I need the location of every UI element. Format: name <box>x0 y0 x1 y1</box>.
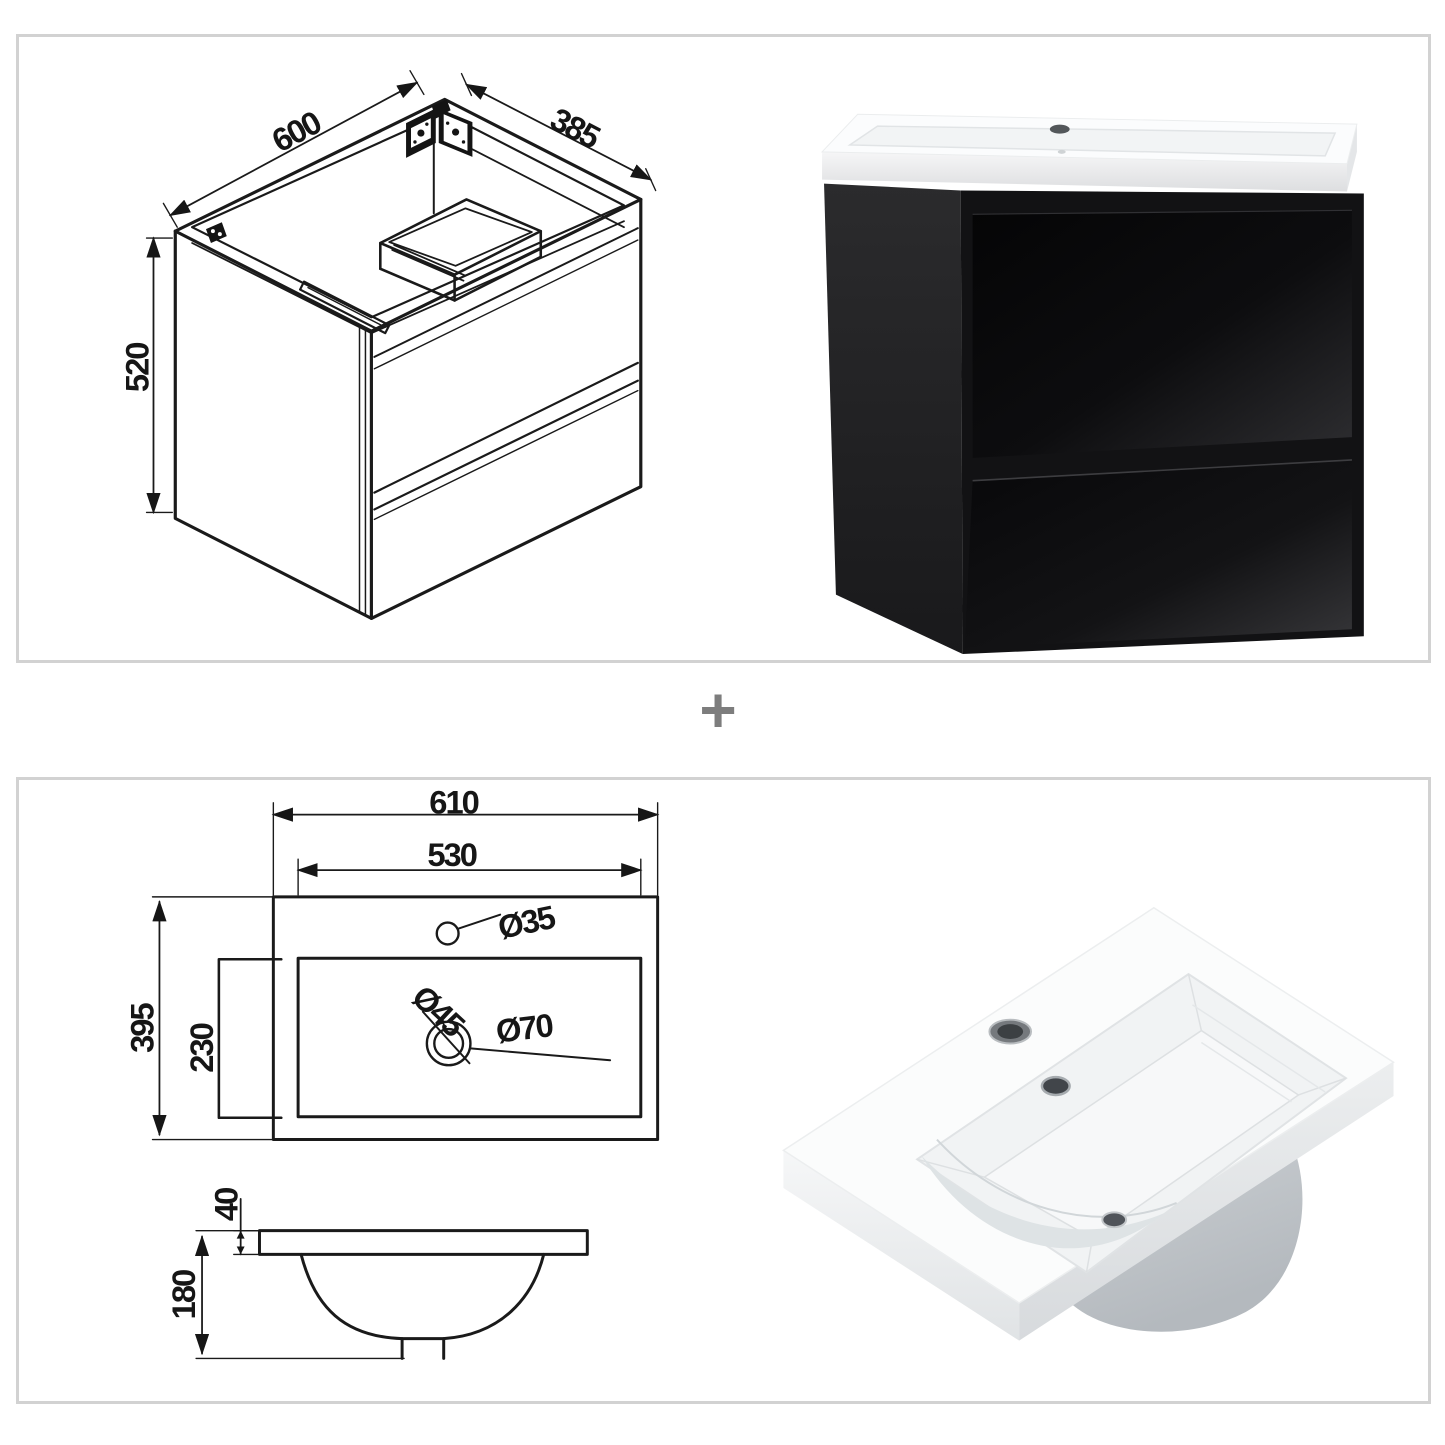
dim-label-basin-height: 180 <box>165 1270 202 1319</box>
basin-inner-shadow-sweep <box>921 1155 1165 1249</box>
vanity-photo <box>820 113 1364 655</box>
slide-rail-strip-inner <box>307 286 386 328</box>
vanity-panel: 600 385 520 <box>16 34 1431 663</box>
cabinet-left-face <box>173 229 373 620</box>
cabinet-drawer-2 <box>964 459 1352 649</box>
rim-section <box>257 1229 589 1256</box>
countertop-right-face <box>1346 124 1357 192</box>
dim-label-height: 520 <box>119 343 156 392</box>
drain-hole-render <box>1101 1211 1128 1229</box>
corner-fitting <box>205 222 227 244</box>
basin-dimension-drawing: 610 530 395 230 Ø35 Ø45 Ø70 40 180 <box>124 784 660 1360</box>
drawer-rail-line <box>373 227 639 358</box>
basin-slab-front-left-face <box>783 1150 1020 1341</box>
drawer2-edge-line <box>373 389 639 521</box>
dim-label-tap-hole: Ø35 <box>495 898 559 946</box>
dim-label-overall-depth: 395 <box>124 1003 161 1053</box>
plus-separator: + <box>668 672 768 748</box>
basin-bowl-wall-edges <box>916 973 1347 1273</box>
dim-label-depth: 385 <box>545 100 607 156</box>
plus-symbol: + <box>699 674 737 746</box>
dim-label-overall-width: 610 <box>429 784 478 821</box>
waste-recess-circle <box>425 1020 472 1067</box>
interior-box-divider <box>391 244 467 282</box>
dim-label-bowl-depth: 230 <box>183 1023 220 1072</box>
cabinet-front-face <box>369 197 643 620</box>
overflow-hole-render <box>1040 1075 1071 1097</box>
bowl-section-curve <box>299 1252 546 1341</box>
countertop-basin-recess <box>847 125 1337 157</box>
basin-panel: 610 530 395 230 Ø35 Ø45 Ø70 40 180 <box>16 777 1431 1404</box>
basin-panel-canvas: 610 530 395 230 Ø35 Ø45 Ø70 40 180 <box>124 784 1395 1360</box>
drawer-gap-top <box>373 361 639 494</box>
vanity-panel-canvas: 600 385 520 <box>119 69 1364 655</box>
tap-hole-circle <box>435 921 460 946</box>
countertop-front-face <box>822 151 1347 192</box>
drawer1-top-highlight <box>972 209 1352 215</box>
drawer1-edge-line <box>373 239 639 370</box>
tap-hole <box>1049 124 1070 134</box>
basin-outer-rect <box>271 895 660 1142</box>
waste-hole-circle <box>433 1027 465 1060</box>
waste-slash-line <box>421 1010 471 1065</box>
drawer-gap-bottom <box>373 379 639 511</box>
side-view-dimensions <box>194 1198 405 1360</box>
tap-hole-leader <box>457 913 502 930</box>
dimension-lines <box>145 69 657 515</box>
basin-dimension-lines <box>151 802 660 1141</box>
basin-bowl-rect <box>296 956 643 1119</box>
basin-slab-front-right-face <box>1019 1062 1394 1341</box>
basin-inner-shadow-line <box>936 1138 1177 1218</box>
basin-side-projection <box>217 957 283 1120</box>
basin-photo <box>782 906 1395 1341</box>
overflow-dot <box>1057 149 1066 154</box>
dim-label-rim-thickness: 40 <box>208 1188 245 1221</box>
dim-label-waste-hole: Ø45 <box>405 978 472 1044</box>
waste-outlet-box <box>400 1337 446 1360</box>
vanity-dimension-drawing: 600 385 520 <box>119 69 657 620</box>
slide-rail-strip <box>298 280 391 335</box>
tap-hole-render <box>988 1018 1033 1045</box>
dim-label-waste-recess: Ø70 <box>494 1006 555 1050</box>
cabinet-side-panel <box>824 183 963 655</box>
interior-box <box>379 198 543 302</box>
waste-recess-leader <box>469 1047 612 1062</box>
dim-label-bowl-width: 530 <box>427 836 476 873</box>
cabinet-drawer-1 <box>972 210 1352 458</box>
drawer2-top-highlight <box>972 459 1352 482</box>
dim-label-width: 600 <box>266 103 327 159</box>
